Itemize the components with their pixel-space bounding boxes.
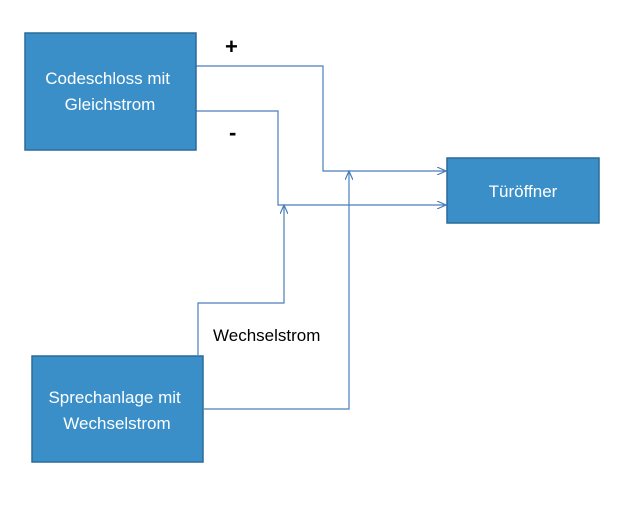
door-opener-label: Türöffner [489,182,558,201]
plus-connector [196,65,446,171]
code-lock-label-line-2: Gleichstrom [65,95,156,114]
ac-connector-2 [204,171,349,410]
intercom-node: Sprechanlage mit Wechselstrom [31,355,204,463]
svg-text:Türöffner: Türöffner [489,182,558,201]
ac-connector-1 [197,205,284,355]
plus-sign: + [225,34,238,59]
code-lock-node: Codeschloss mit Gleichstrom [24,32,197,151]
code-lock-label-line-1: Codeschloss mit [45,69,170,88]
svg-text:Sprechanlage mit Wechsel: Sprechanlage mit Wechselstrom [48,388,185,433]
door-opener-node: Türöffner [446,157,600,224]
minus-connector [196,110,446,205]
intercom-label-line-1: Sprechanlage mit [48,388,181,407]
ac-label: Wechselstrom [213,326,320,345]
intercom-label-line-2: Wechselstrom [63,414,170,433]
svg-text:Codeschloss mit Gleichst: Codeschloss mit Gleichstrom [45,69,174,114]
minus-sign: - [229,120,236,145]
